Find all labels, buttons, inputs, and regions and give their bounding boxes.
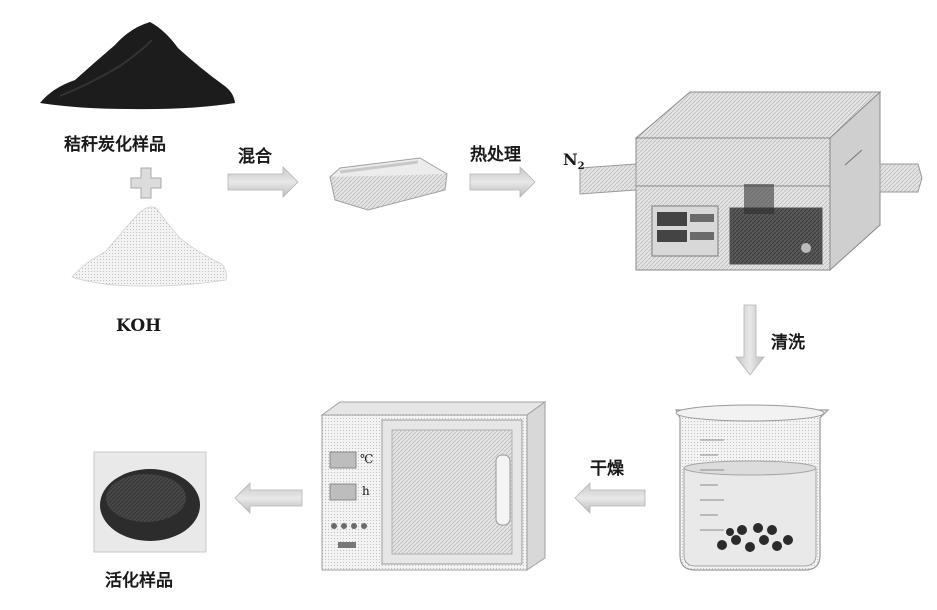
washing-label: 清洗: [771, 328, 805, 353]
drying-label: 干燥: [590, 454, 624, 479]
koh-label: KOH: [116, 316, 161, 336]
oven-time-unit: h: [362, 484, 370, 498]
heat-treatment-label: 热处理: [470, 140, 521, 165]
nitrogen-subscript: 2: [578, 161, 585, 172]
arrow-drying: [575, 483, 645, 513]
beaker-icon: [676, 405, 828, 570]
activated-sample-label: 活化样品: [105, 566, 173, 591]
tube-furnace-icon: [580, 92, 922, 270]
biochar-label: 秸秆炭化样品: [64, 130, 166, 155]
mixing-label: 混合: [238, 142, 272, 167]
arrow-activation-output: [235, 483, 302, 513]
plus-icon: [131, 168, 161, 198]
drying-oven-icon: [322, 402, 545, 570]
white-powder-pile-icon: [72, 207, 227, 286]
nitrogen-symbol: N: [563, 150, 578, 169]
crucible-boat-icon: [330, 158, 447, 210]
black-powder-pile-icon: [40, 22, 235, 109]
nitrogen-label: N2: [563, 150, 585, 172]
arrow-washing: [736, 305, 764, 375]
oven-temp-unit: ℃: [360, 452, 373, 466]
arrow-heat-treatment: [470, 167, 535, 197]
arrow-mixing: [228, 167, 298, 197]
activated-carbon-photo-icon: [94, 452, 206, 552]
